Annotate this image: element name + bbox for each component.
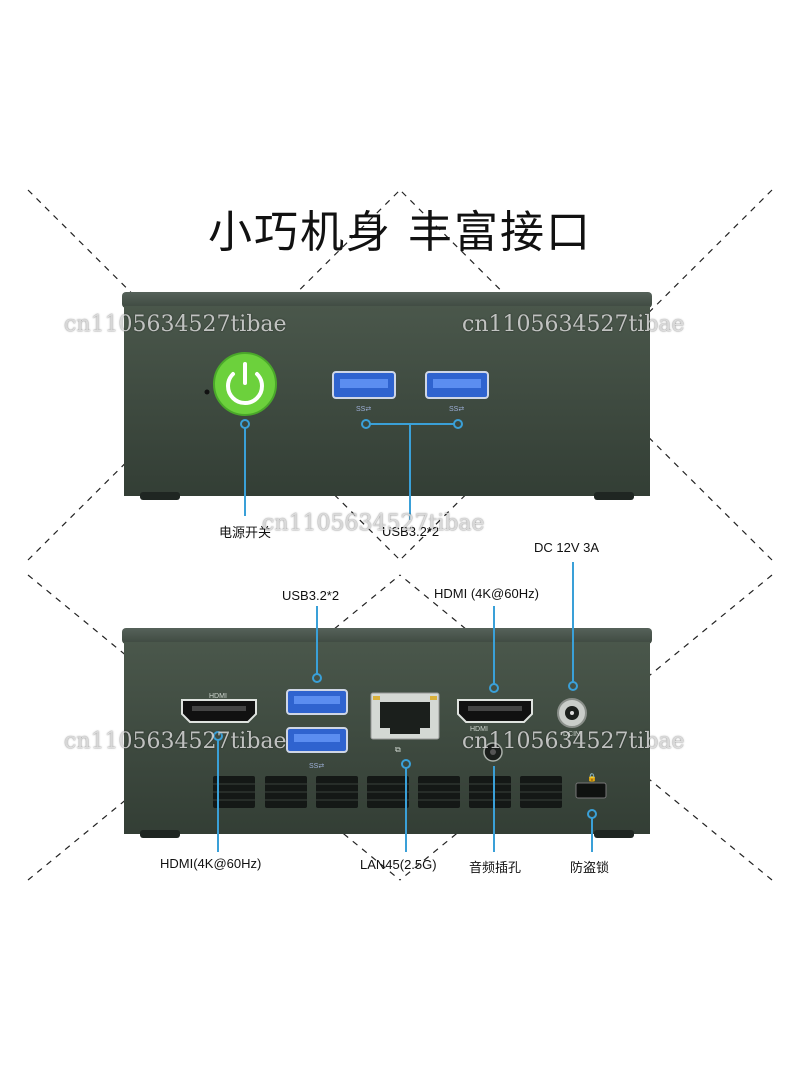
svg-text:HDMI: HDMI xyxy=(470,726,488,733)
lock-slot-icon: 🔒 xyxy=(575,773,607,799)
label-hdmi-rear-top: HDMI (4K@60Hz) xyxy=(434,586,539,601)
svg-text:SS⇄: SS⇄ xyxy=(309,763,324,770)
svg-text:🔒: 🔒 xyxy=(587,773,597,782)
usb-port-icon xyxy=(286,689,348,753)
label-lock: 防盗锁 xyxy=(570,860,610,875)
power-icon xyxy=(213,352,277,416)
watermark: cn1105634527tibae xyxy=(64,312,287,337)
watermark: cn1105634527tibae xyxy=(462,729,685,754)
svg-text:DCIN: DCIN xyxy=(563,731,580,738)
hdmi-port-icon xyxy=(181,699,257,723)
label-dc-in: DC 12V 3A xyxy=(534,540,600,555)
rear-callouts xyxy=(213,562,597,852)
watermark: cn1105634527tibae xyxy=(64,729,287,754)
rear-device: HDMI SS⇄ ⧉ HDMI DCIN xyxy=(122,562,652,852)
label-hdmi-rear-bottom: HDMI(4K@60Hz) xyxy=(160,856,262,871)
label-audio: 音频插孔 xyxy=(469,860,522,875)
svg-text:SS⇄: SS⇄ xyxy=(449,406,464,413)
label-power-switch: 电源开关 xyxy=(219,525,272,540)
usb-port-icon xyxy=(332,371,489,399)
svg-text:HDMI: HDMI xyxy=(209,693,227,700)
label-lan: LAN45(2.5G) xyxy=(360,857,437,872)
watermark: cn1105634527tibae xyxy=(262,511,485,536)
label-usb-rear: USB3.2*2 xyxy=(282,588,340,603)
front-callouts xyxy=(240,419,463,520)
front-device: SS⇄ SS⇄ xyxy=(122,292,652,520)
watermark: cn1105634527tibae xyxy=(462,312,685,337)
headline: 小巧机身 丰富接口 xyxy=(208,207,592,258)
audio-jack-icon xyxy=(483,742,503,762)
svg-text:⧉: ⧉ xyxy=(395,745,401,754)
label-usb-front: USB3.2*2 xyxy=(382,524,440,539)
svg-text:SS⇄: SS⇄ xyxy=(356,406,371,413)
dc-jack-icon xyxy=(557,698,587,728)
hdmi-port-icon xyxy=(457,699,533,723)
ethernet-port-icon xyxy=(370,692,440,740)
